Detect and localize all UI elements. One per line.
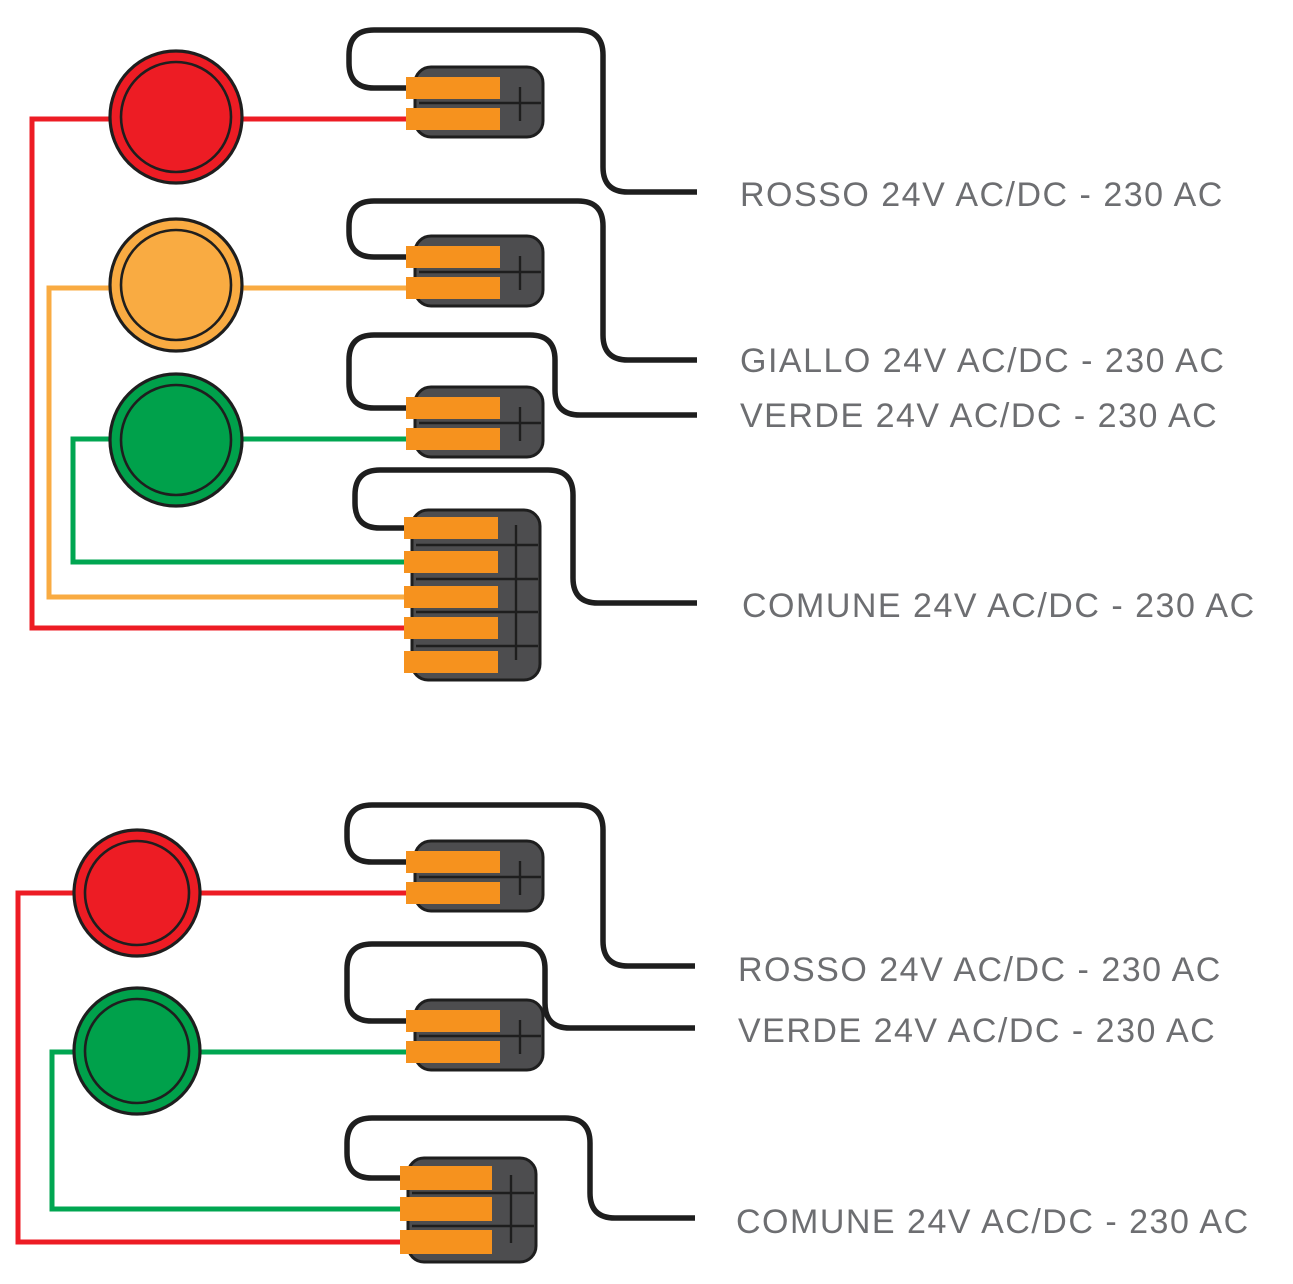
terminal-lever: [404, 586, 498, 608]
amber-light-bezel: [119, 228, 233, 342]
terminal-lever: [406, 428, 500, 450]
label-comune-top: COMUNE 24V AC/DC - 230 AC: [742, 587, 1256, 625]
connector-comune-top: [404, 508, 542, 682]
terminal-lever: [406, 397, 500, 419]
two-light-diagram: ROSSO 24V AC/DC - 230 AC VERDE 24V AC/DC…: [15, 802, 1250, 1264]
green-light-bezel: [83, 997, 191, 1105]
green-light-lens: [108, 372, 244, 508]
red-light-bottom: [72, 828, 202, 958]
black-wire-rosso-bottom: [344, 802, 695, 969]
label-comune-bottom: COMUNE 24V AC/DC - 230 AC: [736, 1203, 1250, 1241]
terminal-lever: [406, 108, 500, 130]
green-light-bottom: [72, 986, 202, 1116]
three-light-diagram: ROSSO 24V AC/DC - 230 AC GIALLO 24V AC/D…: [29, 27, 1256, 682]
black-wire-comune-bottom: [344, 1115, 695, 1221]
terminal-lever: [404, 551, 498, 573]
black-wire-rosso-top: [346, 27, 697, 195]
terminal-lever: [404, 617, 498, 639]
black-wire-giallo-top: [346, 198, 697, 363]
green-light-top: [108, 372, 244, 508]
green-wire-bottom: [49, 1049, 406, 1212]
connector-verde-top: [406, 385, 545, 459]
red-light-lens: [108, 49, 244, 185]
terminal-lever: [406, 1041, 500, 1063]
black-wire-verde-bottom: [344, 941, 695, 1031]
label-giallo-top: GIALLO 24V AC/DC - 230 AC: [740, 342, 1225, 380]
black-wire-comune-top: [352, 467, 697, 606]
green-light-lens: [72, 986, 202, 1116]
terminal-lever: [406, 1010, 500, 1032]
connector-rosso-top: [406, 65, 545, 139]
terminal-lever: [406, 77, 500, 99]
connector-verde-bottom: [406, 998, 545, 1072]
green-light-bezel: [119, 383, 233, 497]
amber-light-top: [108, 217, 244, 353]
red-light-bezel: [83, 839, 191, 947]
red-light-bezel: [119, 60, 233, 174]
connector-comune-bottom: [400, 1156, 538, 1264]
connector-giallo-top: [406, 234, 545, 308]
terminal-lever: [406, 882, 500, 904]
terminal-lever: [400, 1197, 492, 1221]
terminal-lever: [404, 651, 498, 673]
black-wire-verde-top: [346, 332, 697, 418]
terminal-lever: [400, 1166, 492, 1190]
label-verde-bottom: VERDE 24V AC/DC - 230 AC: [738, 1012, 1216, 1050]
red-light-lens: [72, 828, 202, 958]
terminal-lever: [400, 1230, 492, 1254]
connector-rosso-bottom: [406, 839, 545, 913]
terminal-lever: [404, 517, 498, 539]
label-rosso-top: ROSSO 24V AC/DC - 230 AC: [740, 176, 1224, 214]
label-verde-top: VERDE 24V AC/DC - 230 AC: [740, 397, 1218, 435]
terminal-lever: [406, 851, 500, 873]
amber-light-lens: [108, 217, 244, 353]
red-light-top: [108, 49, 244, 185]
red-wire-bottom: [15, 890, 406, 1245]
terminal-lever: [406, 246, 500, 268]
terminal-lever: [406, 277, 500, 299]
label-rosso-bottom: ROSSO 24V AC/DC - 230 AC: [738, 951, 1222, 989]
